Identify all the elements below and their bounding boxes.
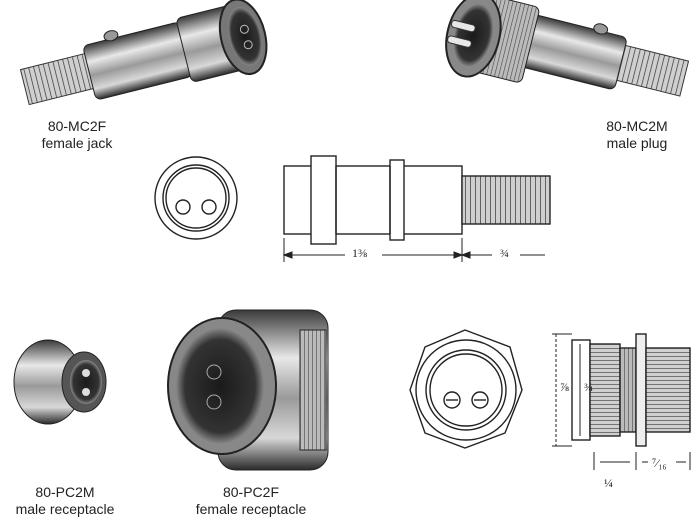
pc2m-desc: male receptacle — [15, 501, 115, 517]
mc2m-desc: male plug — [606, 135, 668, 151]
mc2f-photo — [19, 0, 268, 106]
pc2f-desc: female receptacle — [195, 501, 307, 517]
dim-plug-body: 1⅜ — [352, 246, 367, 260]
mc2m-label: 80-MC2M male plug — [582, 118, 692, 152]
dim-receptacle-inner: ¾ — [584, 380, 593, 394]
plug-end-view — [154, 156, 238, 240]
pc2f-label: 80-PC2F female receptacle — [176, 484, 326, 518]
receptacle-dimension-lines — [552, 333, 691, 470]
plug-dimension-lines — [282, 238, 545, 262]
pc2m-label: 80-PC2M male receptacle — [0, 484, 130, 518]
pc2f-photo — [167, 309, 329, 471]
pc2f-model: 80-PC2F — [222, 484, 280, 500]
mc2m-model: 80-MC2M — [606, 118, 668, 134]
dim-receptacle-depth: ⁷⁄₁₆ — [652, 456, 667, 470]
plug-side-view — [283, 155, 551, 245]
mc2f-model: 80-MC2F — [47, 118, 107, 134]
mc2f-desc: female jack — [41, 135, 113, 151]
receptacle-end-view — [409, 329, 523, 449]
mc2f-label: 80-MC2F female jack — [22, 118, 132, 152]
dim-plug-cable: ¾ — [500, 246, 509, 260]
dim-receptacle-flange: ¼ — [604, 476, 613, 490]
pc2m-model: 80-PC2M — [35, 484, 95, 500]
mc2m-photo — [445, 0, 690, 97]
dim-receptacle-outer: ⅞ — [560, 380, 569, 394]
pc2m-photo — [13, 339, 107, 425]
receptacle-side-view — [571, 333, 691, 447]
